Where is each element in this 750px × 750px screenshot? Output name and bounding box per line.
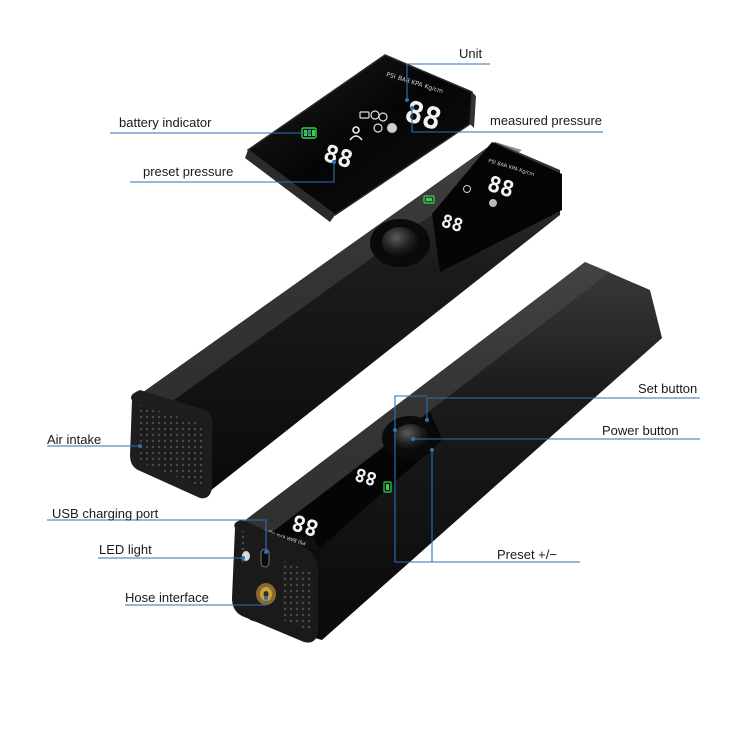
preset-minus-leader (394, 395, 580, 563)
label-unit: Unit (459, 46, 483, 61)
preset-pressure-leader (130, 162, 335, 183)
car-icon (359, 111, 370, 119)
ball-icon (387, 123, 397, 133)
label-led-light: LED light (99, 542, 152, 557)
label-measured-pressure: measured pressure (490, 113, 602, 128)
unit-bar: BAR (397, 75, 411, 85)
label-power-button: Power button (602, 423, 679, 438)
unit-leader (406, 63, 490, 100)
hose-interface-leader (125, 598, 267, 606)
unit-kpa: KPA (410, 79, 424, 89)
measured-pressure-leader (411, 108, 603, 133)
air-intake-grill (140, 405, 205, 488)
mode-icons (359, 110, 397, 133)
usb-port-leader (47, 519, 267, 552)
label-set-button: Set button (638, 381, 698, 396)
power-button-bottom (394, 424, 428, 450)
label-usb-charging-port: USB charging port (52, 506, 159, 521)
label-hose-interface: Hose interface (125, 590, 209, 605)
pump-device-top-view: PSI BAR KPA Kg/cm 88 88 (130, 142, 562, 499)
motorcycle-icon (373, 123, 383, 133)
label-preset-pressure: preset pressure (143, 164, 234, 179)
callout-lines (47, 63, 700, 606)
unit-psi: PSI (385, 71, 396, 80)
preset-mode-icon (349, 126, 363, 141)
label-preset-plus-minus: Preset +/− (497, 547, 557, 562)
screen-panel-closeup: PSI BAR KPA Kg/cm 88 (245, 54, 476, 222)
set-button-leader (426, 397, 700, 420)
label-battery-indicator: battery indicator (119, 115, 212, 130)
label-air-intake: Air intake (47, 432, 102, 447)
pump-device-bottom-view: PSI BAR KPA Kg/cm 88 88 (232, 262, 662, 643)
power-button-top (382, 227, 418, 257)
